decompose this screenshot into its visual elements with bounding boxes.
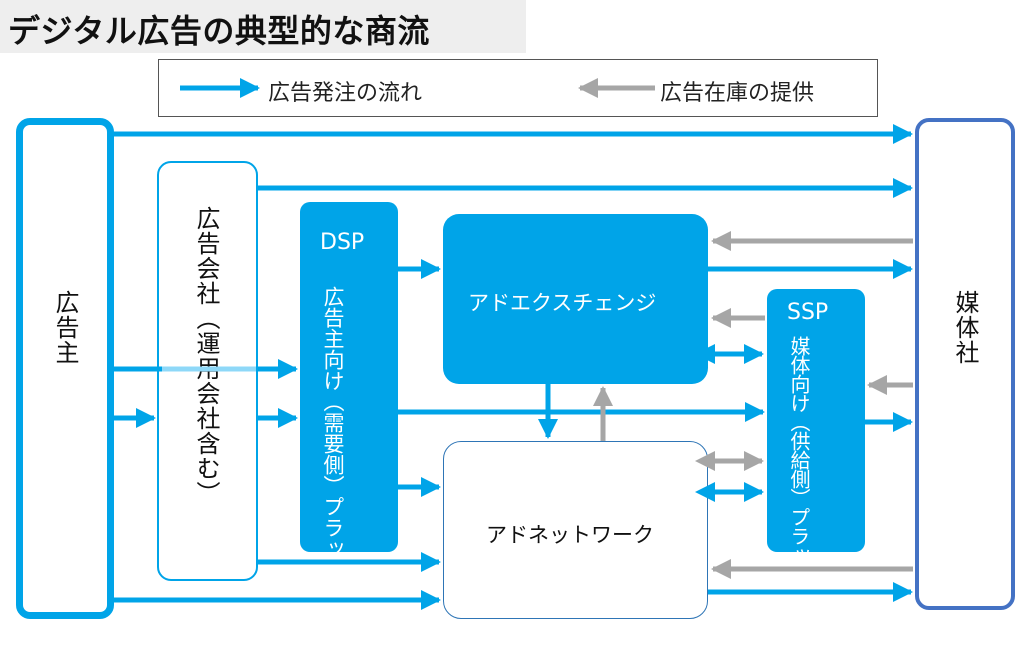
- ssp-box: [767, 289, 865, 552]
- ad-network-box: [443, 441, 708, 619]
- ad-exchange-box: [443, 214, 708, 384]
- dsp-acronym: DSP: [320, 230, 365, 255]
- ad-exchange-label: アドエクスチェンジ: [468, 291, 657, 315]
- advertiser-label: 広告主: [51, 290, 79, 365]
- flow-arrows: [114, 78, 913, 610]
- legend-order-flow-label: 広告発注の流れ: [268, 81, 423, 106]
- legend-inventory-flow-label: 広告在庫の提供: [660, 81, 815, 106]
- page-title: デジタル広告の典型的な商流: [8, 12, 430, 50]
- ssp-acronym: SSP: [787, 300, 829, 325]
- legend: [158, 59, 878, 117]
- dsp-box: [300, 202, 398, 552]
- agency-label: 広告会社（運用会社含む）: [192, 206, 220, 506]
- publisher-box: [915, 118, 1015, 610]
- title-background: [0, 0, 526, 53]
- advertiser-box: [16, 118, 114, 619]
- publisher-label: 媒体社: [951, 290, 979, 365]
- ad-network-label: アドネットワーク: [486, 523, 654, 547]
